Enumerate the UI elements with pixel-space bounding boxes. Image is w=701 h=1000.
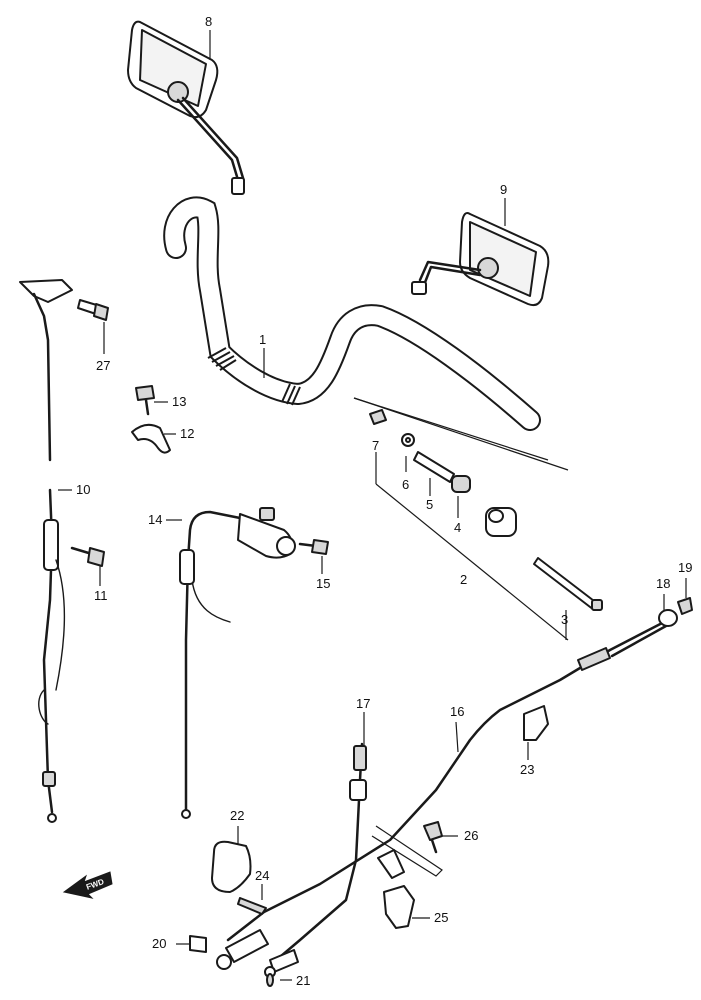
screw-20 xyxy=(189,935,207,953)
nut-19 xyxy=(677,597,693,615)
callout-27: 27 xyxy=(96,358,110,373)
holder-kit-bracket xyxy=(353,397,569,641)
callout-3: 3 xyxy=(561,612,568,627)
callout-16: 16 xyxy=(450,704,464,719)
callout-26: 26 xyxy=(464,828,478,843)
callout-4: 4 xyxy=(454,520,461,535)
holder-parts xyxy=(369,409,603,611)
clutch-cable xyxy=(19,279,73,823)
clamp-18 xyxy=(658,609,678,627)
return-cable xyxy=(272,742,367,964)
callout-14: 14 xyxy=(148,512,162,527)
callout-12: 12 xyxy=(180,426,194,441)
callout-5: 5 xyxy=(426,497,433,512)
callout-13: 13 xyxy=(172,394,186,409)
mirror-left xyxy=(127,20,245,195)
bracket-25 xyxy=(383,885,415,929)
callouts: 8 9 1 7 6 5 4 2 3 27 13 12 10 11 14 15 1… xyxy=(76,14,692,988)
callout-11: 11 xyxy=(94,588,108,603)
clamp-12 xyxy=(131,423,171,454)
callout-25: 25 xyxy=(434,910,448,925)
throttle-cable xyxy=(226,618,670,942)
callout-9: 9 xyxy=(500,182,507,197)
callout-21: 21 xyxy=(296,973,310,988)
bolt-11 xyxy=(70,546,105,567)
guide-22 xyxy=(211,840,252,893)
callout-7: 7 xyxy=(372,438,379,453)
handlebar xyxy=(163,196,541,431)
washer-21 xyxy=(266,973,274,987)
callout-19: 19 xyxy=(678,560,692,575)
switch-cable xyxy=(179,507,296,819)
fwd-arrow-icon: FWD xyxy=(62,871,113,899)
callout-24: 24 xyxy=(255,868,269,883)
callout-1: 1 xyxy=(259,332,266,347)
screw-26 xyxy=(423,821,443,854)
callout-6: 6 xyxy=(402,477,409,492)
callout-8: 8 xyxy=(205,14,212,29)
callout-20: 20 xyxy=(152,936,166,951)
callout-10: 10 xyxy=(76,482,90,497)
mirror-right xyxy=(411,212,550,307)
screw-13 xyxy=(135,385,155,416)
callout-2: 2 xyxy=(460,572,467,587)
cable-ends xyxy=(216,929,299,978)
callout-15: 15 xyxy=(316,576,330,591)
cable-bracket-plate xyxy=(371,825,443,879)
callout-18: 18 xyxy=(656,576,670,591)
callout-17: 17 xyxy=(356,696,370,711)
callout-22: 22 xyxy=(230,808,244,823)
leader-lines xyxy=(58,30,687,981)
bolt-27 xyxy=(77,299,109,321)
screw-24 xyxy=(237,897,267,915)
bracket-23 xyxy=(523,705,549,741)
screw-15 xyxy=(298,539,329,555)
callout-23: 23 xyxy=(520,762,534,777)
